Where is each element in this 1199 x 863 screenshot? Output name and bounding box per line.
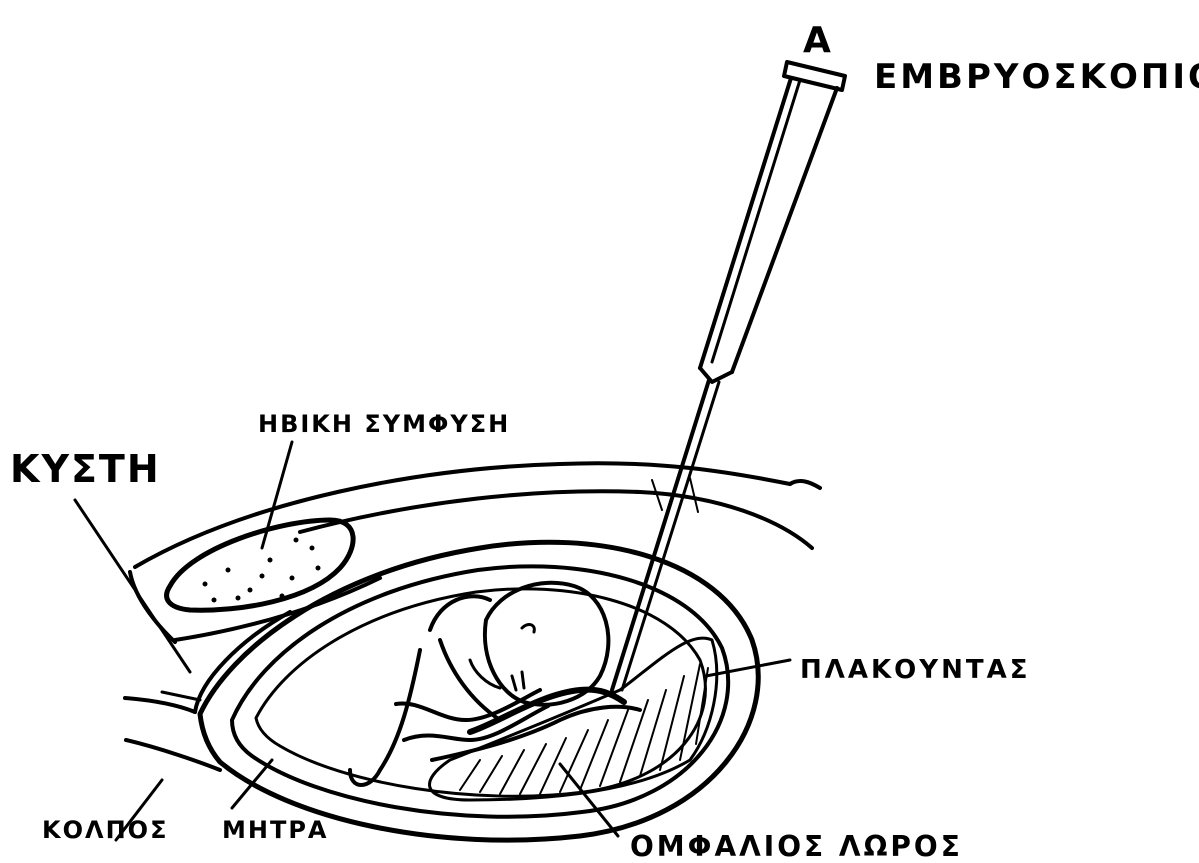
bladder-outline: [125, 572, 380, 712]
label-vagina: ΚΟΛΠΟΣ: [42, 816, 168, 844]
uterus: [200, 542, 758, 840]
label-bladder: ΚΥΣΤΗ: [10, 447, 161, 491]
label-pubic-symphysis: ΗΒΙΚΗ ΣΥΜΦΥΣΗ: [258, 410, 510, 438]
embryoscope-instrument: [612, 62, 845, 690]
label-placenta: ΠΛΑΚΟΥΝΤΑΣ: [800, 655, 1030, 685]
label-embryoscope: ΕΜΒΡΥΟΣΚΟΠΙΟ: [874, 57, 1199, 97]
abdominal-wall: [135, 463, 820, 567]
label-umbilical-cord: ΟΜΦΑΛΙΟΣ ΛΩΡΟΣ: [630, 830, 963, 863]
label-uterus: ΜΗΤΡΑ: [222, 816, 329, 844]
embryoscope-letter: A: [803, 20, 831, 61]
